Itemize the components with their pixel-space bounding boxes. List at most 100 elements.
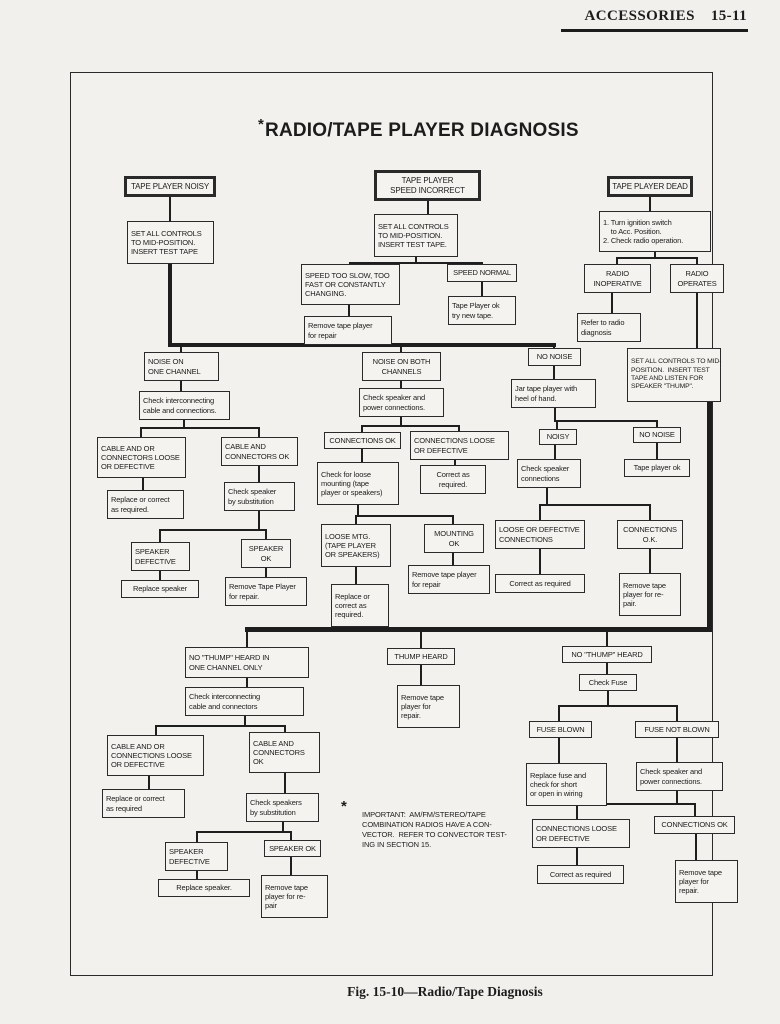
connector-line [553,443,557,461]
flow-node-sp2-def: SPEAKER DEFECTIVE [165,842,228,871]
connector-line [195,830,293,834]
flow-node-c4-ok: CONNECTIONS OK [654,816,735,834]
connector-line [243,714,247,728]
flow-node-sp1-ok: SPEAKER OK [241,539,291,568]
flow-node-noise-one: NOISE ON ONE CHANNEL [144,352,219,381]
flow-node-b1-ok: CABLE AND CONNECTORS OK [249,732,320,773]
flow-node-noise-both: NOISE ON BOTH CHANNELS [362,352,441,381]
flow-node-sp2-remove: Remove tape player for re- pair [261,875,328,918]
flow-node-sp1-replace: Replace speaker [121,580,199,598]
connector-line [538,503,542,522]
connector-line [615,256,699,260]
connector-line [354,514,358,526]
connector-line [538,547,542,576]
connector-line [695,256,699,266]
connector-line [399,415,403,428]
connector-line [419,627,423,650]
connector-line [147,774,151,791]
flow-node-mtg-loose: LOOSE MTG. (TAPE PLAYER OR SPEAKERS) [321,524,391,567]
connector-line [158,569,162,582]
connector-line [360,424,364,434]
connector-line [244,626,712,632]
connector-line [158,528,162,544]
connector-line [648,547,652,575]
flow-node-tp-speed: TAPE PLAYER SPEED INCORRECT [374,170,481,201]
connector-line [553,406,557,423]
title-asterisk: * [258,116,265,133]
flow-node-mount-check: Check for loose mounting (tape player or… [317,462,399,505]
flow-node-sp1-remove: Remove Tape Player for repair. [225,577,307,606]
flow-node-thump2: THUMP HEARD [387,648,455,665]
page-header: ACCESSORIES 15-11 [585,8,747,25]
connector-line [348,261,484,265]
connector-line [655,419,659,429]
flow-node-t2-remove: Remove tape player for repair. [397,685,460,728]
connector-line [289,855,293,877]
flow-node-fuse-blown: FUSE BLOWN [529,721,592,738]
flow-node-noisy-check: Check speaker connections [517,459,581,488]
connector-line [552,343,556,350]
connector-line [648,195,652,213]
connector-line [283,771,287,795]
connector-line [610,291,614,315]
flow-node-inop-refer: Refer to radio diagnosis [577,313,641,342]
flow-node-noisy-set: SET ALL CONTROLS TO MID-POSITION. INSERT… [127,221,214,264]
connector-line [168,195,172,223]
flow-node-c1-sub: Check speaker by substitution [224,482,295,511]
flow-node-fuse-not: FUSE NOT BLOWN [635,721,719,738]
flow-node-c2-correct: Correct as required. [420,465,486,494]
connector-line [283,724,287,734]
flow-node-both-check: Check speaker and power connections. [359,388,444,417]
figure-caption: Fig. 15-10—Radio/Tape Diagnosis [347,984,543,999]
connector-line [693,802,697,818]
flow-node-fb-replace: Replace fuse and check for short or open… [526,763,607,806]
connector-line [168,343,556,347]
connector-line [575,802,697,806]
connector-line [453,458,457,467]
flow-node-c4-loose: CONNECTIONS LOOSE OR DEFECTIVE [532,819,630,848]
connector-line [195,830,199,844]
flow-node-c1-loose: CABLE AND OR CONNECTORS LOOSE OR DEFECTI… [97,437,186,478]
flow-node-radio-oper: RADIO OPERATES [670,264,724,293]
connector-line [545,486,549,507]
flow-node-speed-set: SET ALL CONTROLS TO MID-POSITION. INSERT… [374,214,458,257]
connector-line [281,820,285,834]
flow-node-dead-ignition: 1. Turn ignition switch to Acc. Position… [599,211,711,252]
connector-line [354,565,358,586]
connector-line [168,262,172,347]
flow-node-tp-dead: TAPE PLAYER DEAD [607,176,693,197]
connector-line [675,789,679,806]
flow-node-b1-replace: Replace or correct as required [102,789,185,818]
connector-line [182,418,186,430]
connector-line [399,379,403,390]
connector-line [706,399,712,632]
connector-line [557,704,561,723]
flow-node-b1-sub: Check speakers by substitution [246,793,319,822]
connector-line [257,464,261,484]
connector-line [245,627,249,649]
flow-node-tp-noisy: TAPE PLAYER NOISY [124,176,216,197]
flow-node-thump-set: SET ALL CONTROLS TO MID- POSITION. INSER… [627,348,721,402]
connector-line [457,424,461,433]
flow-node-c4-remove: Remove tape player for repair. [675,860,738,903]
header-section-title: ACCESSORIES [584,8,695,24]
connector-line [154,724,158,737]
connector-line [451,551,455,567]
connector-line [347,303,351,318]
connector-line [653,250,657,260]
connector-line [264,566,268,579]
connector-line [426,199,430,216]
flow-node-sp1-def: SPEAKER DEFECTIVE [131,542,190,571]
connector-line [655,441,659,461]
header-rule [561,29,748,32]
flow-node-c4-correct: Correct as required [537,865,624,884]
connector-line [360,447,364,464]
flow-node-c3-remove: Remove tape player for re- pair. [619,573,681,616]
flow-node-sp2-ok: SPEAKER OK [264,840,321,857]
flow-node-c3-ok: CONNECTIONS O.K. [617,520,683,549]
connector-line [605,627,609,648]
connector-line [399,343,403,354]
connector-line [289,830,293,842]
connector-line [648,503,652,522]
connector-line [575,802,579,821]
